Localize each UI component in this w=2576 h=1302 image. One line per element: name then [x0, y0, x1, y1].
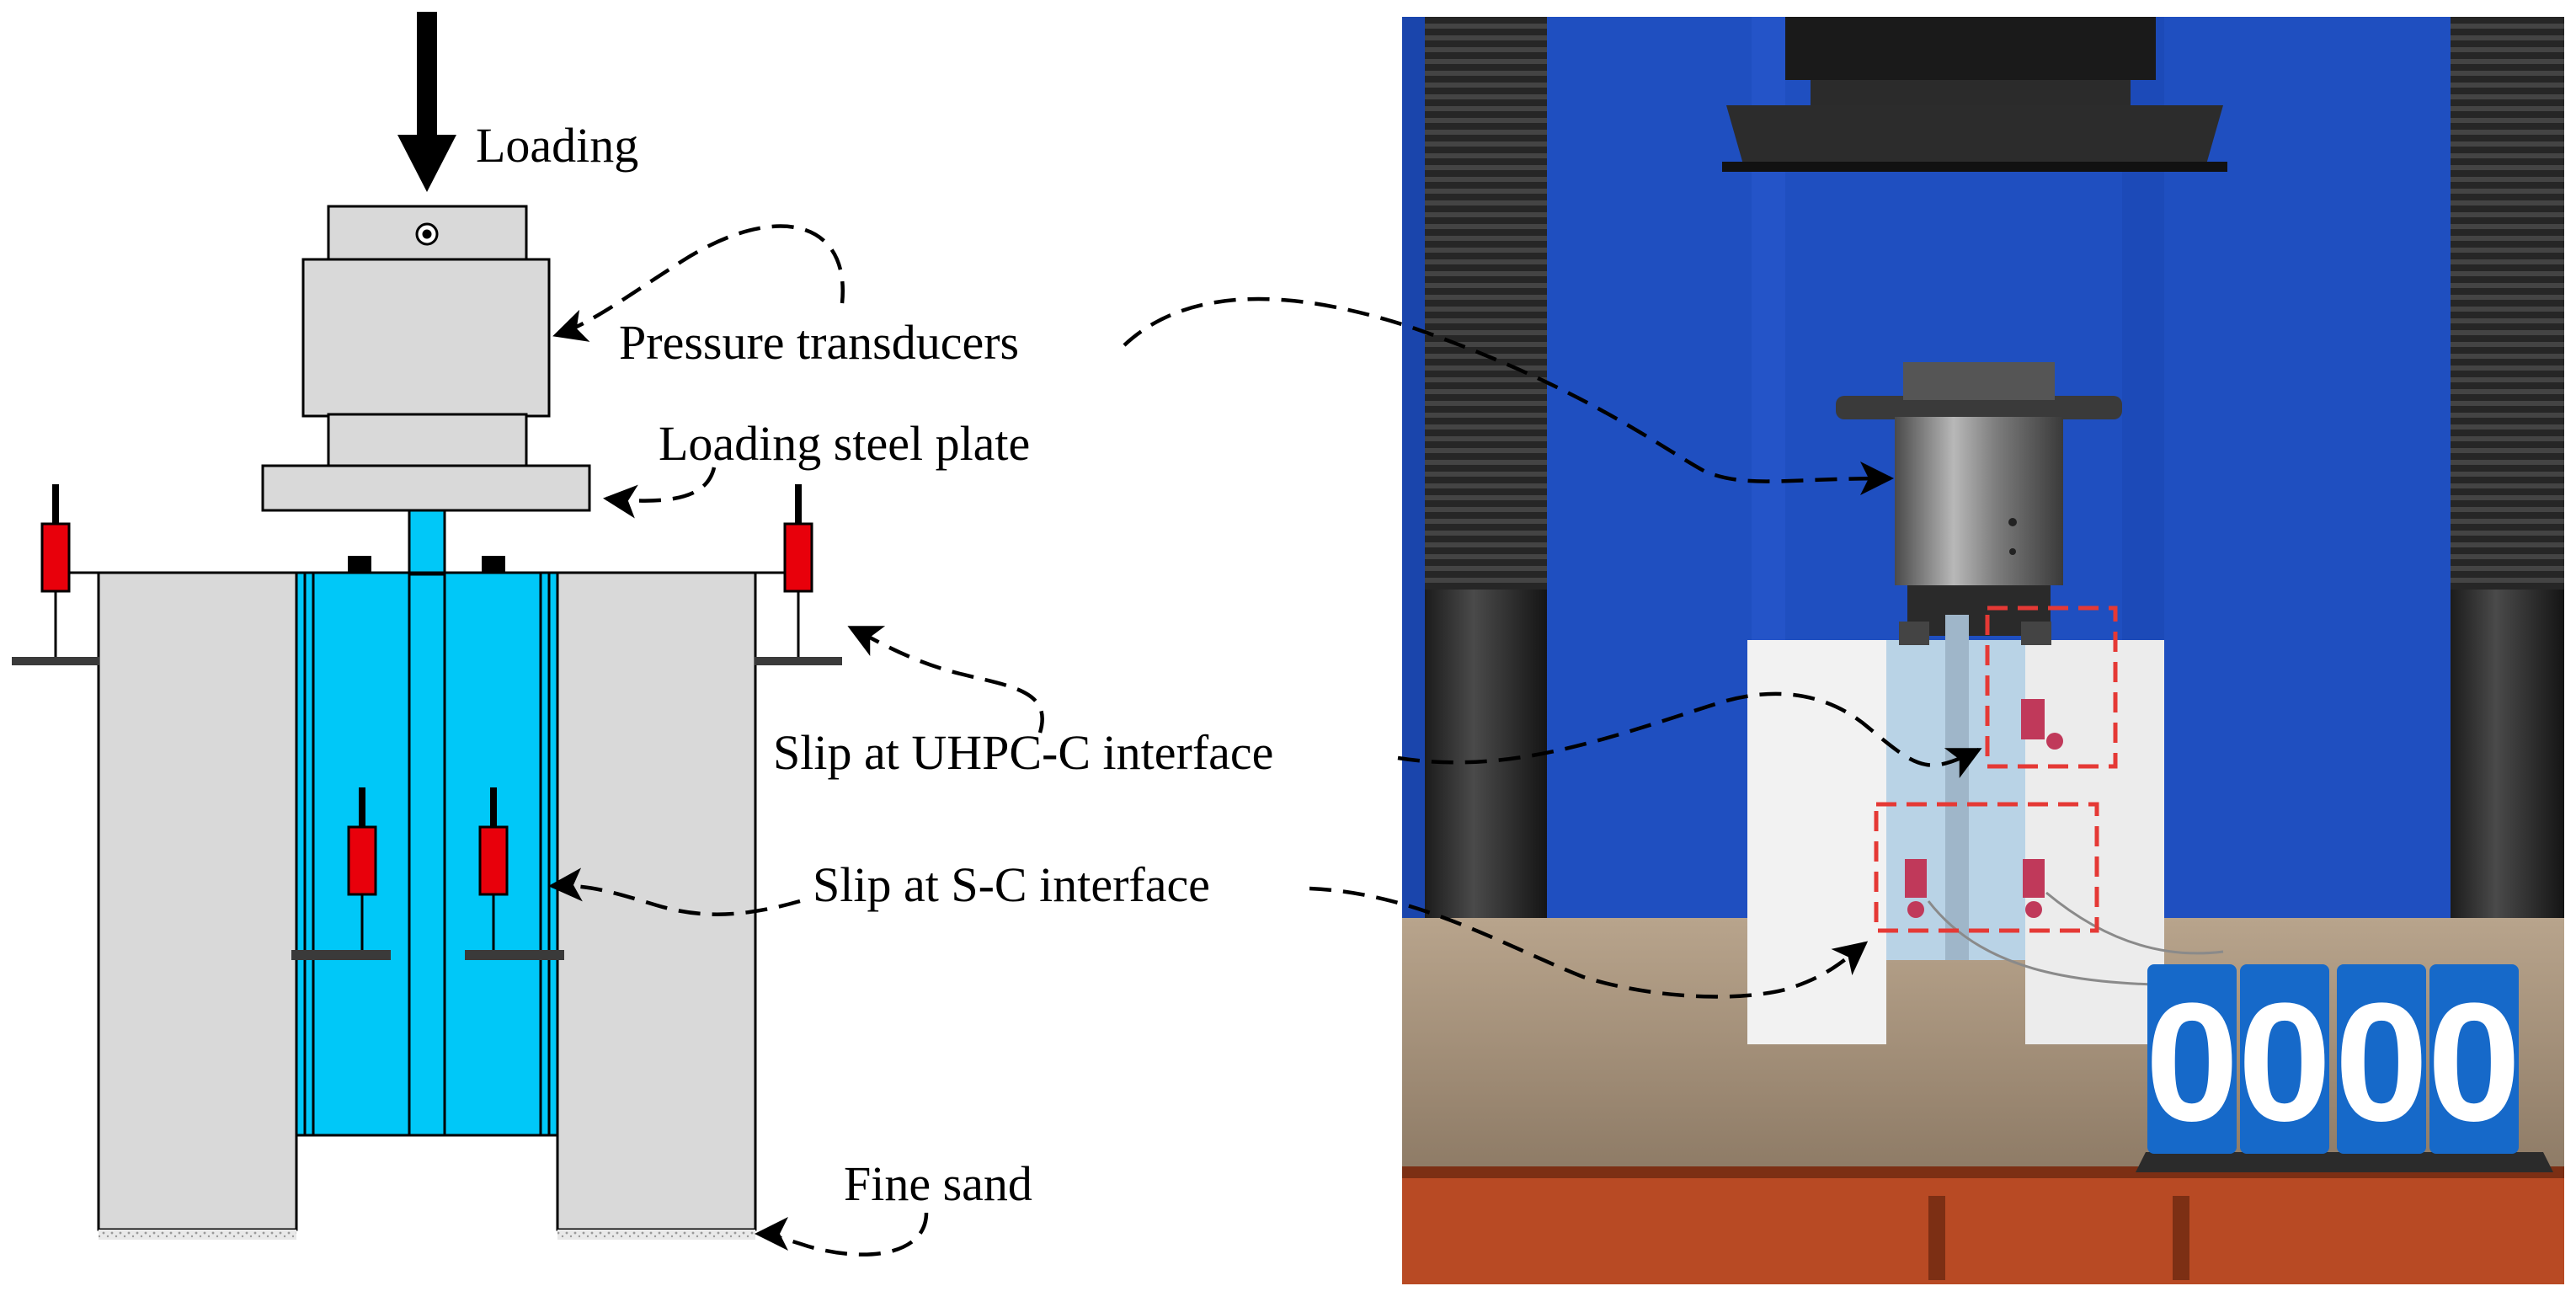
machine-base-front [1402, 1166, 2564, 1284]
label-pressure-transducers: Pressure transducers [619, 315, 1019, 370]
highlight-uhpc-c [1985, 606, 2118, 769]
label-slip-uhpc-c: Slip at UHPC-C interface [773, 725, 1273, 780]
loading-arrow [397, 12, 456, 192]
counter-card-2 [2240, 964, 2329, 1154]
counter-board: 0 0 0 0 [2136, 964, 2553, 1172]
counter-card-1 [2147, 964, 2237, 1154]
pressure-transducer [301, 205, 551, 469]
concrete-block-right [556, 571, 757, 1231]
label-loading: Loading [476, 118, 638, 173]
leader-pt-schematic [552, 224, 845, 342]
top-pad-right [482, 556, 505, 573]
leader-uhpc-photo [1397, 691, 1982, 778]
test-photo: 0 0 0 0 [1402, 17, 2564, 1284]
counter-digit-3: 0 [2334, 968, 2428, 1156]
concrete-block-left [97, 571, 298, 1231]
fine-sand-right [557, 1230, 755, 1240]
leader-fine-sand [755, 1212, 929, 1257]
lvdt-outer-right [755, 484, 842, 665]
counter-digit-2: 0 [2237, 968, 2331, 1156]
schematic [12, 12, 842, 1240]
uhpc-layer [295, 571, 559, 1137]
steel-web [408, 509, 446, 576]
top-pad-left [348, 556, 371, 573]
loading-steel-plate [261, 464, 591, 512]
highlight-s-c [1874, 802, 2099, 933]
leader-plate [603, 467, 717, 519]
counter-card-4 [2429, 964, 2519, 1154]
leader-arrows [548, 224, 1982, 1257]
counter-card-3 [2337, 964, 2426, 1154]
lvdt-outer-left [12, 484, 99, 665]
label-slip-s-c: Slip at S-C interface [813, 857, 1210, 912]
leader-sc-photo [1309, 886, 1869, 999]
lvdt-inner-left [291, 787, 391, 960]
lvdt-inner-right [465, 787, 564, 960]
leader-sc-schematic [548, 867, 801, 916]
label-fine-sand: Fine sand [844, 1156, 1032, 1211]
upper-platen [1726, 105, 2223, 164]
leader-pt-photo [1123, 296, 1894, 496]
counter-digit-4: 0 [2427, 968, 2520, 1156]
label-loading-steel-plate: Loading steel plate [659, 416, 1030, 471]
fine-sand-left [99, 1230, 296, 1240]
upper-crosshead [1785, 17, 2156, 80]
leader-uhpc-schematic [847, 625, 1044, 734]
counter-digit-1: 0 [2145, 968, 2238, 1156]
